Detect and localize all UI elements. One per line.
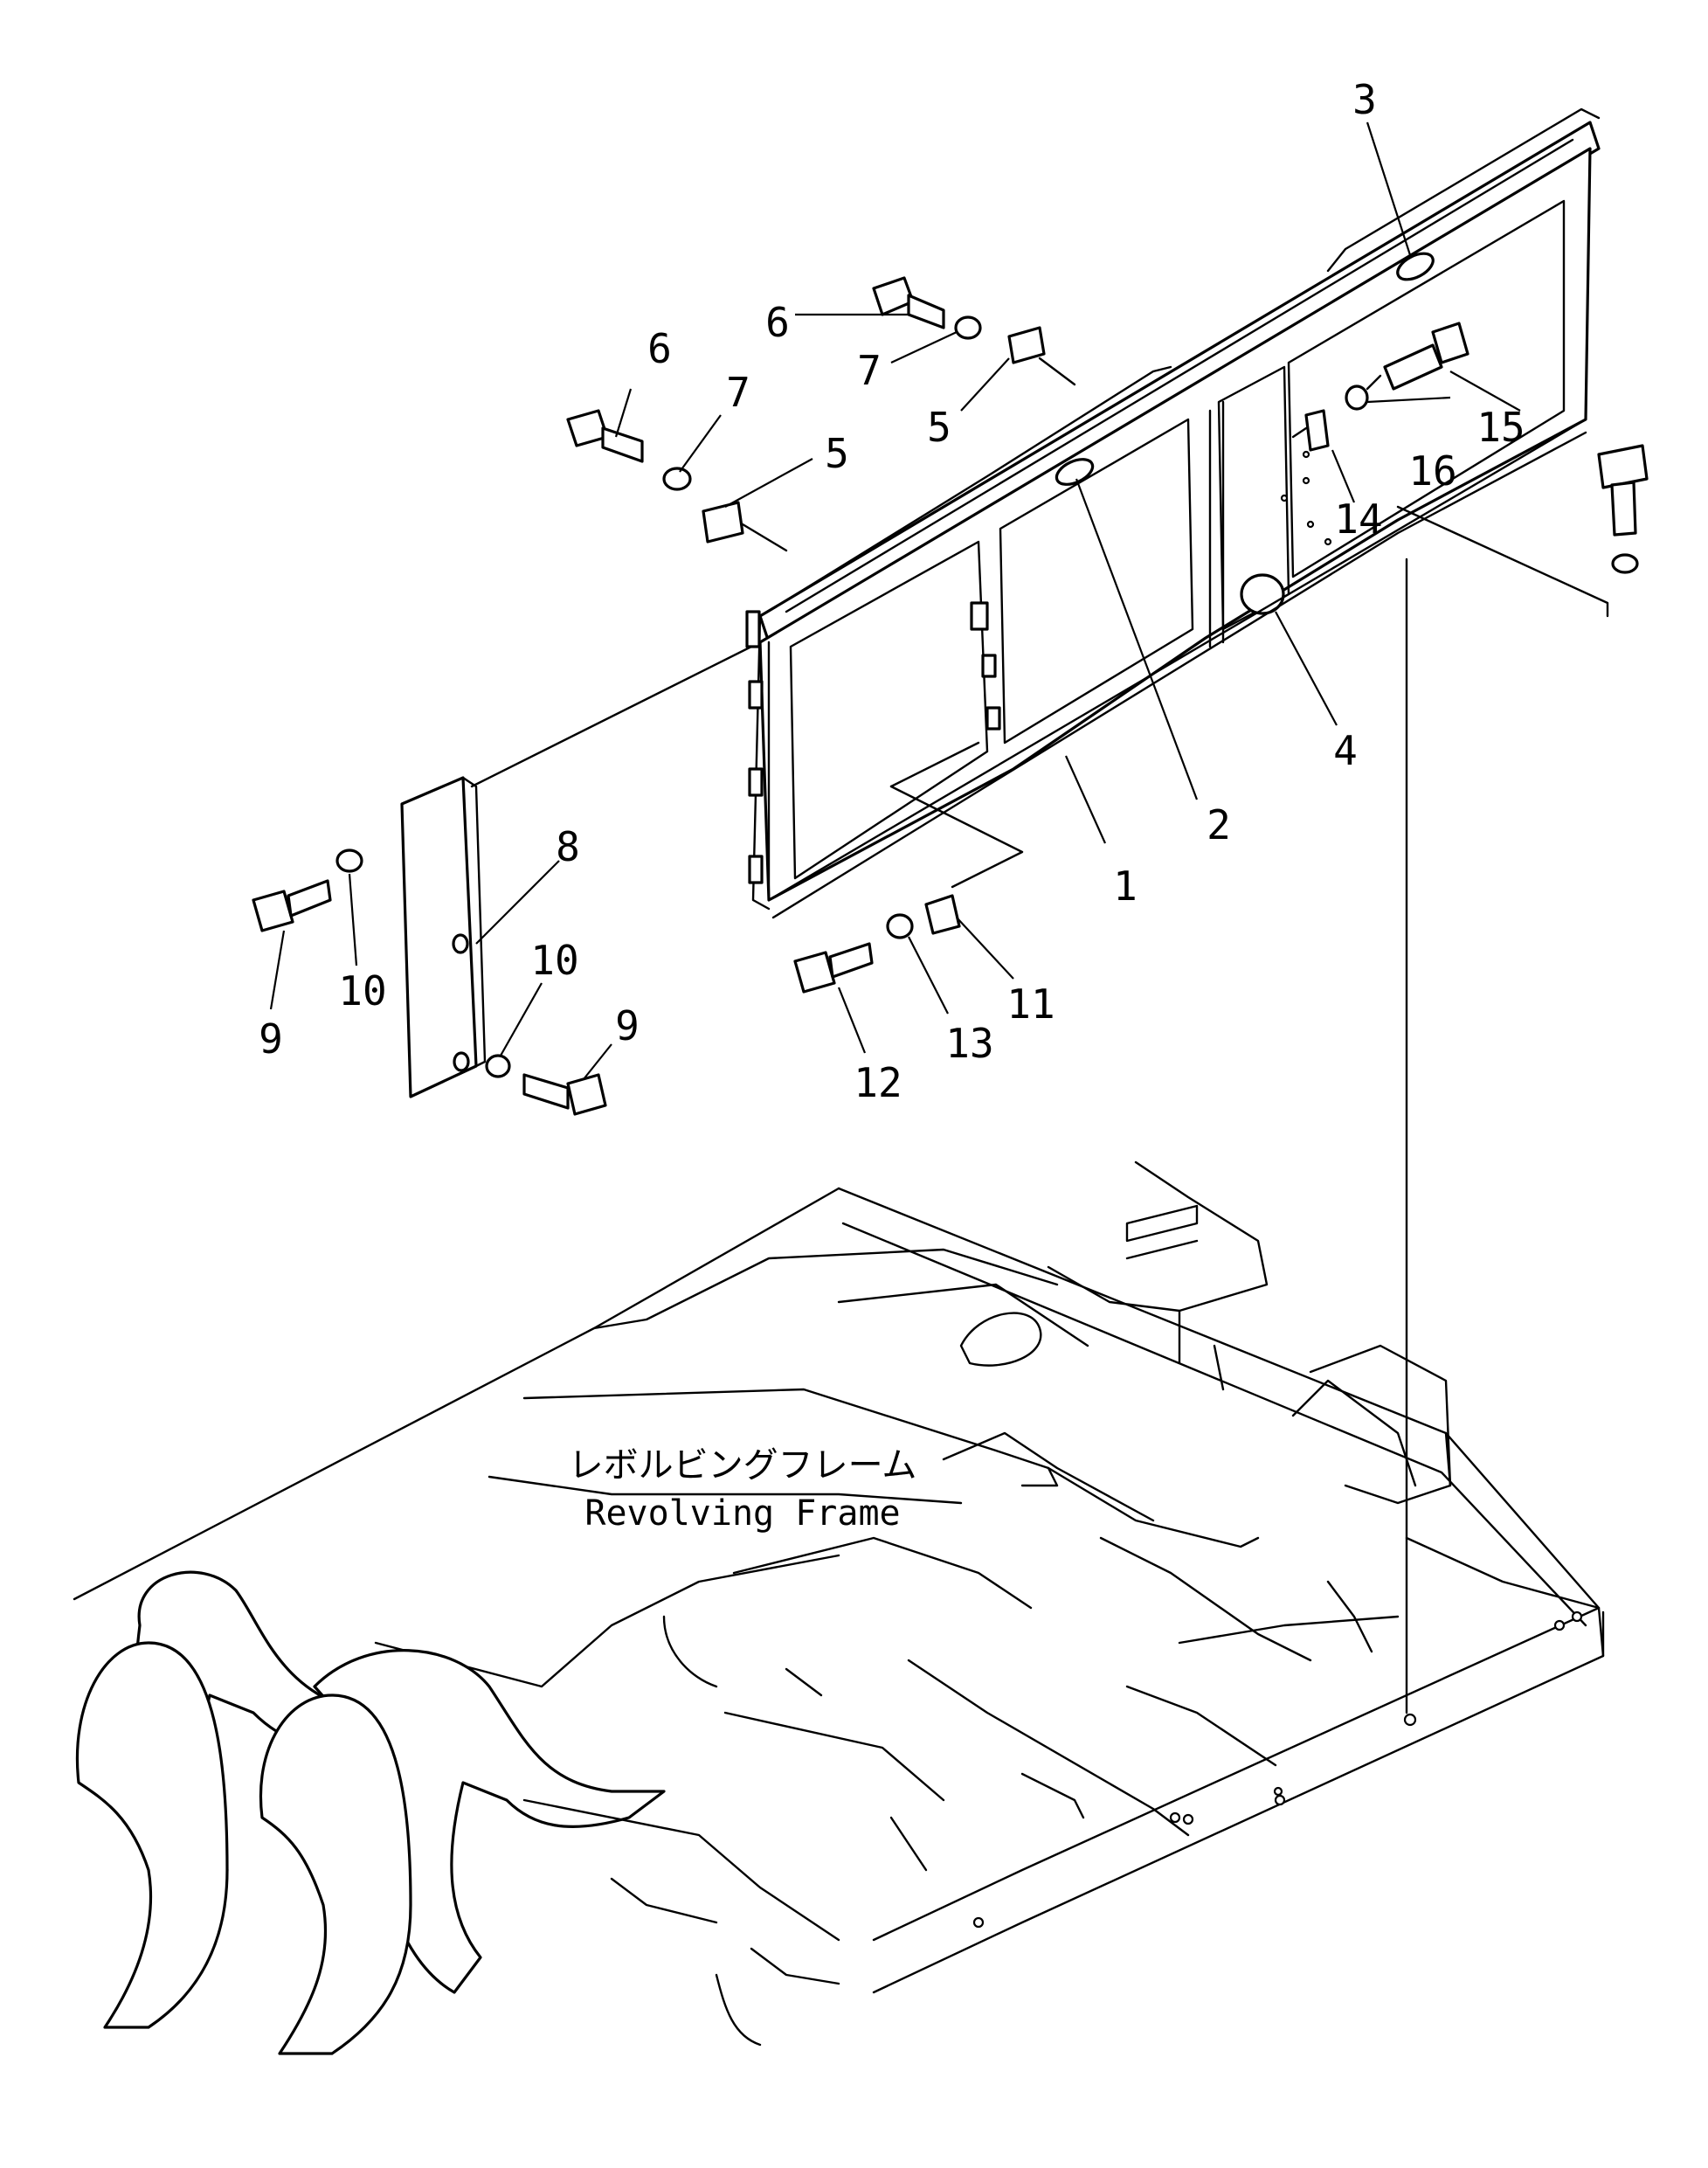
callout-11: 11 bbox=[1006, 980, 1055, 1028]
vertical-bolt-right bbox=[1597, 444, 1649, 574]
callout-6-left: 6 bbox=[647, 325, 672, 372]
callout-9-right: 9 bbox=[615, 1002, 640, 1049]
callout-3: 3 bbox=[1352, 76, 1377, 123]
callout-1: 1 bbox=[1113, 862, 1138, 910]
callout-5-upper: 5 bbox=[927, 404, 951, 451]
washer-7-upper bbox=[954, 315, 982, 340]
callout-15: 15 bbox=[1476, 404, 1525, 451]
callout-10-right: 10 bbox=[530, 937, 578, 984]
bolt-9-left bbox=[252, 879, 332, 932]
panel-assembly bbox=[745, 107, 1601, 919]
shim-5-left bbox=[702, 501, 744, 544]
callout-6-upper: 6 bbox=[765, 299, 790, 346]
leader-lines bbox=[269, 121, 1521, 1080]
bolt-9-right bbox=[522, 1073, 607, 1116]
washer-10-left bbox=[335, 848, 363, 873]
revolving-frame bbox=[73, 1160, 1605, 2055]
washer-16 bbox=[1345, 384, 1369, 411]
callout-7-left: 7 bbox=[726, 369, 750, 416]
bracket-11 bbox=[924, 894, 961, 935]
callout-14: 14 bbox=[1334, 495, 1382, 543]
callout-16: 16 bbox=[1408, 447, 1456, 495]
callout-4: 4 bbox=[1333, 727, 1358, 774]
frame-label-japanese: レボルビングフレーム bbox=[569, 1445, 917, 1486]
callout-2: 2 bbox=[1207, 801, 1231, 848]
callout-5-left: 5 bbox=[825, 430, 849, 477]
washer-7-left bbox=[662, 467, 692, 491]
callout-12: 12 bbox=[854, 1059, 902, 1106]
callout-13: 13 bbox=[945, 1020, 993, 1067]
bolt-15 bbox=[1383, 322, 1469, 391]
washer-10-right bbox=[485, 1054, 511, 1078]
plate-part-8 bbox=[400, 776, 487, 1098]
shim-5-upper bbox=[1007, 326, 1046, 364]
callout-10-left: 10 bbox=[338, 967, 386, 1015]
bolt-6-left bbox=[566, 409, 644, 463]
bolt-6-upper bbox=[872, 276, 945, 329]
frame-label-english: Revolving Frame bbox=[584, 1493, 900, 1534]
alignment-lines bbox=[470, 357, 1609, 1714]
clip-14 bbox=[1304, 409, 1330, 452]
callout-9-left: 9 bbox=[259, 1015, 283, 1063]
washer-13 bbox=[886, 913, 914, 939]
callout-8: 8 bbox=[556, 823, 580, 870]
bolt-12 bbox=[793, 942, 874, 994]
callout-7-upper: 7 bbox=[857, 347, 882, 394]
